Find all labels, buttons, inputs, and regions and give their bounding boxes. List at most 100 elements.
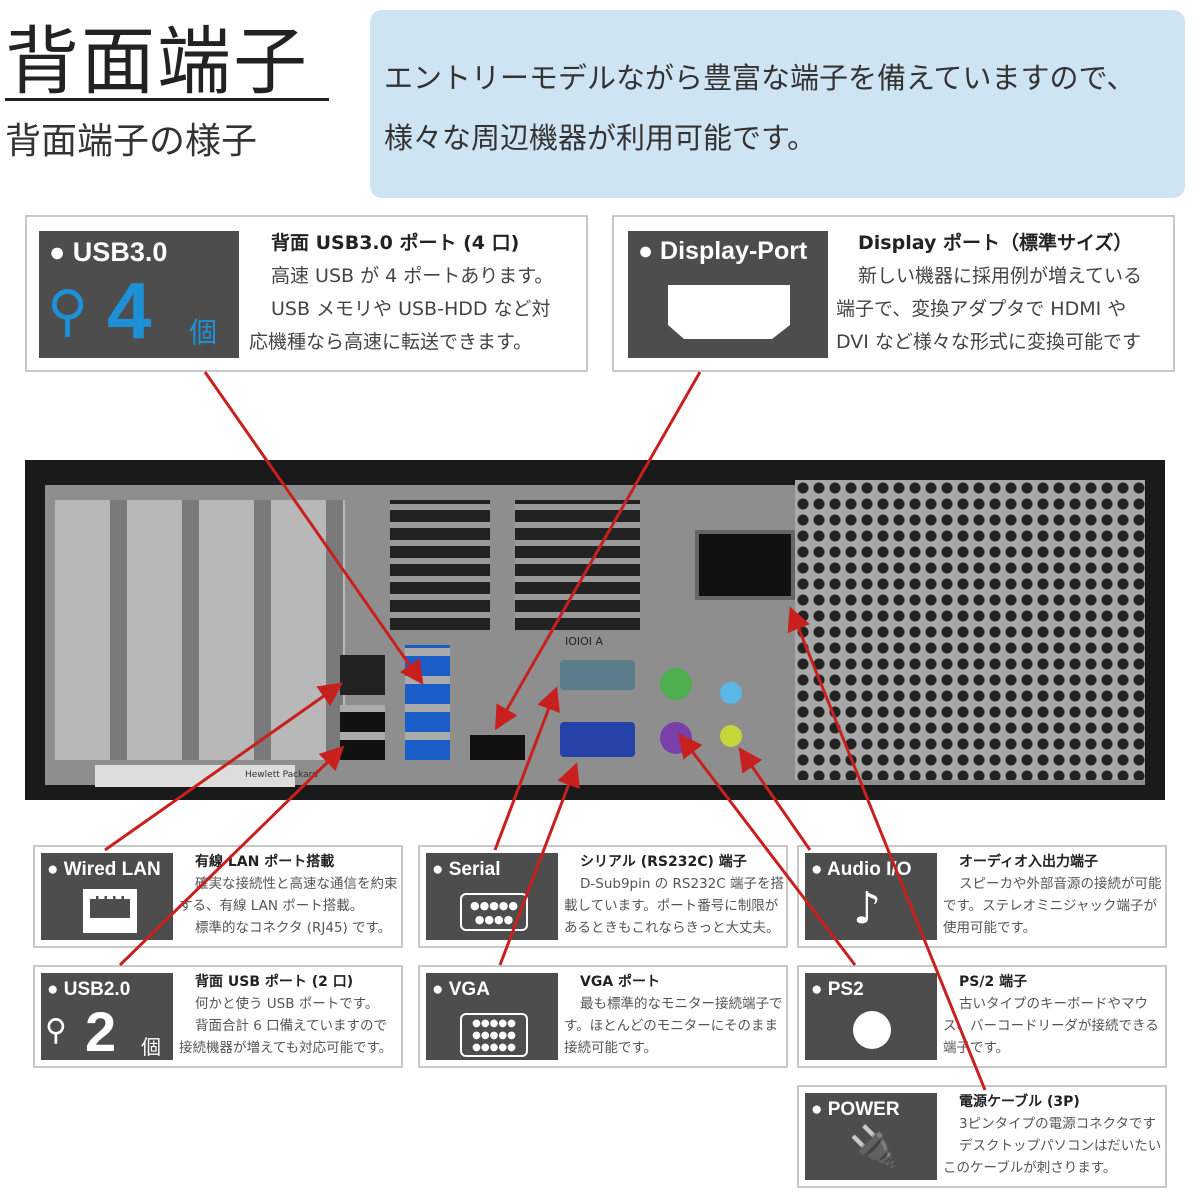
fan-grill	[795, 480, 1145, 780]
desc-line: です。ステレオミニジャック端子が	[943, 898, 1157, 914]
usb3-unit: 個	[189, 316, 218, 349]
card-heading: 電源ケーブル (3P)	[959, 1094, 1080, 1110]
desc-line: 応機種なら高速に転送できます。	[249, 331, 533, 353]
card-heading: 有線 LAN ポート搭載	[195, 854, 335, 870]
serial-label: ● Serial	[432, 859, 501, 880]
audio-label: ● Audio I/O	[811, 859, 912, 880]
desc-line: 何かと使う USB ポートです。	[195, 996, 379, 1012]
page-title: 背面端子	[5, 19, 309, 105]
audio-card: ● Audio I/O ♪ オーディオ入出力端子スピーカや外部音源の接続が可能で…	[797, 845, 1167, 948]
desc-line: 確実な接続性と高速な通信を約束	[195, 876, 398, 892]
ps2-card: ● PS2 PS/2 端子古いタイプのキーボードやマウス、バーコードリーダが接続…	[797, 965, 1167, 1068]
audio-panel: ● Audio I/O ♪	[805, 853, 937, 940]
ps2-desc: PS/2 端子古いタイプのキーボードやマウス、バーコードリーダが接続できる端子で…	[943, 971, 1163, 1059]
usb2-desc: 背面 USB ポート (2 口) 何かと使う USB ポートです。背面合計 6 口…	[179, 971, 399, 1059]
desc-line: する、有線 LAN ポート搭載。	[179, 898, 364, 914]
desc-line: 高速 USB が 4 ポートあります。	[271, 265, 554, 287]
desc-line: 接続可能です。	[564, 1040, 658, 1056]
desc-line: D-Sub9pin の RS232C 端子を搭	[580, 876, 784, 892]
intro-box: エントリーモデルながら豊富な端子を備えていますので、 様々な周辺機器が利用可能で…	[370, 10, 1185, 198]
brand-sticker: Hewlett Packard	[95, 765, 318, 787]
displayport-desc: Display ポート（標準サイズ） 新しい機器に採用例が増えている 端子で、変…	[836, 227, 1171, 359]
power-card: ● POWER 🔌 電源ケーブル (3P) 3ピンタイプの電源コネクタですデスクト…	[797, 1085, 1167, 1188]
desc-line: DVI など様々な形式に変換可能です	[836, 331, 1141, 353]
vga-panel: ● VGA ●●●●●●●●●●●●●●●	[426, 973, 558, 1060]
usb2-count: 2	[85, 1000, 117, 1063]
serial-card: ● Serial ●●●●●●●●● シリアル (RS232C) 端子 D-Sub…	[418, 845, 788, 948]
ps2-keyboard-port	[660, 722, 692, 754]
audio-desc: オーディオ入出力端子スピーカや外部音源の接続が可能です。ステレオミニジャック端子…	[943, 851, 1163, 939]
ps2-panel: ● PS2	[805, 973, 937, 1060]
desc-line: 使用可能です。	[943, 920, 1037, 936]
vga-desc: VGA ポート最も標準的なモニター接続端子です。ほとんどのモニターにそのまま接続…	[564, 971, 784, 1059]
intro-line: エントリーモデルながら豊富な端子を備えていますので、	[384, 61, 1136, 95]
lan-port	[340, 655, 385, 695]
desc-line: 背面合計 6 口備えていますので	[195, 1018, 387, 1034]
desc-line: ス、バーコードリーダが接続できる	[943, 1018, 1159, 1034]
desc-line: あるときもこれならきっと大丈夫。	[564, 920, 780, 936]
desc-line: 最も標準的なモニター接続端子で	[580, 996, 783, 1012]
desc-line: 標準的なコネクタ (RJ45) です。	[195, 920, 392, 936]
vga-card: ● VGA ●●●●●●●●●●●●●●● VGA ポート最も標準的なモニター接…	[418, 965, 788, 1068]
title-underline	[5, 98, 329, 101]
serial-icon: ●●●●●●●●●	[460, 893, 528, 931]
usb3-heading: 背面 USB3.0 ポート (4 口)	[271, 232, 520, 254]
desc-line: USB メモリや USB-HDD など対	[271, 298, 551, 320]
desc-line: 端子で、変換アダプタで HDMI や	[836, 298, 1127, 320]
vga-port	[560, 722, 635, 757]
expansion-slots	[55, 500, 345, 760]
desc-line: 接続機器が増えても対応可能です。	[179, 1040, 393, 1056]
desc-line: 載しています。ポート番号に制限が	[564, 898, 779, 914]
wired-lan-card: ● Wired LAN 有線 LAN ポート搭載確実な接続性と高速な通信を約束す…	[33, 845, 403, 948]
card-heading: オーディオ入出力端子	[959, 854, 1099, 870]
ps2-label: ● PS2	[811, 979, 864, 1000]
desc-line: 3ピンタイプの電源コネクタです	[959, 1116, 1157, 1132]
desc-line: 古いタイプのキーボードやマウ	[959, 996, 1148, 1012]
brand-label: Hewlett Packard	[245, 770, 318, 780]
usb3-desc: 背面 USB3.0 ポート (4 口) 高速 USB が 4 ポートあります。 …	[249, 227, 579, 359]
card-heading: VGA ポート	[580, 974, 661, 990]
pc-rear-photo: IOIOI A Hewlett Packard	[25, 460, 1165, 800]
usb3-panel: ● USB3.0 ⚲ 4 個	[39, 231, 239, 358]
desc-line: デスクトップパソコンはだいたい	[959, 1138, 1162, 1154]
ps2-mouse-port	[660, 668, 692, 700]
plug-icon: 🔌	[849, 1124, 899, 1170]
usb2-label: ● USB2.0	[47, 979, 131, 1000]
displayport-panel: ● Display-Port	[628, 231, 828, 358]
page-subtitle: 背面端子の様子	[5, 121, 258, 162]
desc-line: す。ほとんどのモニターにそのまま	[564, 1018, 778, 1034]
serial-desc: シリアル (RS232C) 端子 D-Sub9pin の RS232C 端子を搭載…	[564, 851, 784, 939]
card-heading: PS/2 端子	[959, 974, 1028, 990]
wired-lan-panel: ● Wired LAN	[41, 853, 173, 940]
music-note-icon: ♪	[853, 883, 882, 934]
power-label: ● POWER	[811, 1099, 900, 1120]
desc-line: 端子です。	[943, 1040, 1010, 1056]
serial-label: IOIOI A	[565, 635, 604, 648]
ps2-icon	[853, 1011, 891, 1049]
serial-panel: ● Serial ●●●●●●●●●	[426, 853, 558, 940]
desc-line: スピーカや外部音源の接続が可能	[959, 876, 1162, 892]
wired-lan-label: ● Wired LAN	[47, 859, 161, 880]
power-desc: 電源ケーブル (3P) 3ピンタイプの電源コネクタですデスクトップパソコンはだいた…	[943, 1091, 1163, 1179]
serial-port	[560, 660, 635, 690]
usb-icon: ⚲	[47, 279, 89, 344]
lan-icon	[83, 889, 137, 933]
usb2-card: ● USB2.0 ⚲ 2 個 背面 USB ポート (2 口) 何かと使う USB…	[33, 965, 403, 1068]
wired-lan-desc: 有線 LAN ポート搭載確実な接続性と高速な通信を約束する、有線 LAN ポート…	[179, 851, 399, 939]
usb-icon: ⚲	[45, 1013, 67, 1048]
usb2-unit: 個	[141, 1035, 161, 1059]
card-heading: 背面 USB ポート (2 口)	[195, 974, 354, 990]
audio-in-port	[720, 682, 742, 704]
vga-label: ● VGA	[432, 979, 490, 1000]
usb3-card: ● USB3.0 ⚲ 4 個 背面 USB3.0 ポート (4 口) 高速 US…	[25, 215, 588, 372]
usb3-label: ● USB3.0	[49, 237, 168, 267]
usb3-count: 4	[107, 266, 152, 355]
usb2-panel: ● USB2.0 ⚲ 2 個	[41, 973, 173, 1063]
card-heading: シリアル (RS232C) 端子	[580, 854, 747, 870]
power-socket	[695, 530, 795, 600]
usb3-ports	[405, 645, 450, 760]
vga-icon: ●●●●●●●●●●●●●●●	[460, 1013, 528, 1057]
vent	[390, 500, 490, 630]
displayport-card: ● Display-Port Display ポート（標準サイズ） 新しい機器に…	[612, 215, 1175, 372]
audio-out-port	[720, 725, 742, 747]
